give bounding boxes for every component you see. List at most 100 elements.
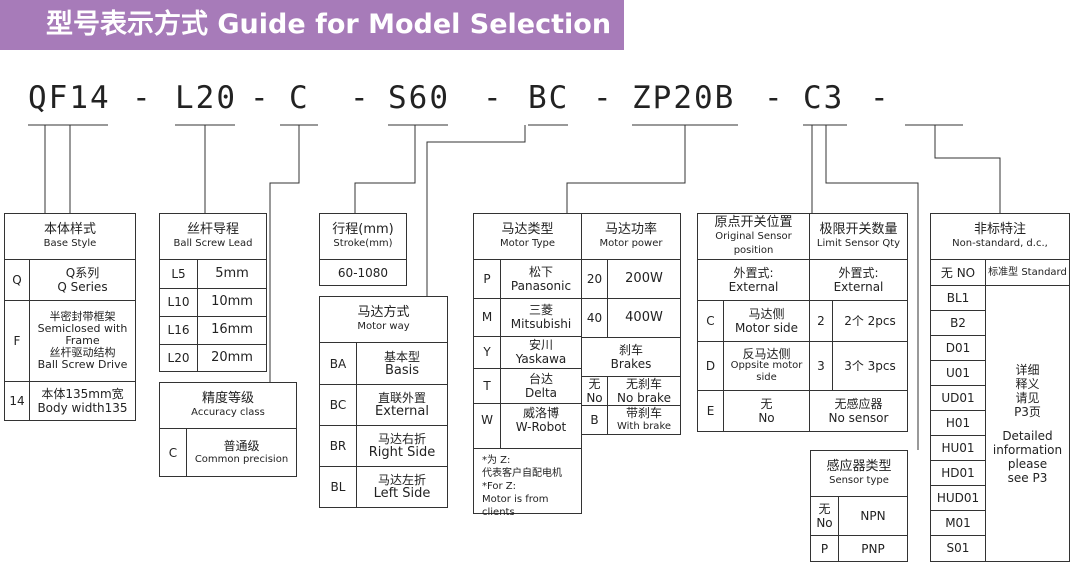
non-standard-table: 非标特注 Non-standard, d.c., 无 NO 标准型 Standa… <box>930 213 1070 562</box>
screw-lead-subtitle: Ball Screw Lead <box>173 237 253 249</box>
non-standard-code: HUD01 <box>936 491 980 505</box>
motor-way-code: BA <box>329 356 347 371</box>
lead-value: 20mm <box>211 350 253 365</box>
limit-code-3: 3 <box>817 359 825 373</box>
code-separator: - <box>250 80 271 116</box>
non-standard-subtitle: Non-standard, d.c., <box>952 237 1048 249</box>
code-separator: - <box>593 80 614 116</box>
sensor-desc-npn: NPN <box>860 509 886 523</box>
accuracy-subtitle: Accuracy class <box>191 406 265 418</box>
limit-desc-2: 2个 2pcs <box>844 314 896 328</box>
motor-type-code: Y <box>483 345 491 359</box>
non-standard-code: H01 <box>945 416 971 430</box>
non-standard-code: D01 <box>945 341 971 355</box>
screw-lead-title: 丝杆导程 <box>186 221 239 237</box>
origin-sensor-table: 原点开关位置 Original Sensor position 外置式:Exte… <box>697 213 810 432</box>
non-standard-code: M01 <box>945 516 971 530</box>
non-standard-code: UD01 <box>941 391 975 405</box>
origin-code-c: C <box>706 314 715 328</box>
motor-type-code: T <box>483 378 491 393</box>
accuracy-title: 精度等级 <box>201 390 254 406</box>
power-code-20: 20 <box>586 272 603 286</box>
power-value-400w: 400W <box>625 310 663 325</box>
stroke-table: 行程(mm) Stroke(mm) 60-1080 <box>319 213 407 286</box>
non-standard-code: BL1 <box>946 291 970 305</box>
sensor-type-title: 感应器类型 <box>826 458 892 474</box>
origin-external-label: 外置式:External <box>728 266 779 294</box>
non-standard-code: HD01 <box>941 466 975 480</box>
power-value-200w: 200W <box>625 271 663 286</box>
lead-value: 5mm <box>215 266 249 281</box>
sensor-code-p: P <box>820 541 829 556</box>
limit-desc-3: 3个 3pcs <box>844 359 896 373</box>
code-segment: C3 <box>803 80 845 116</box>
non-standard-title: 非标特注 <box>973 221 1026 237</box>
limit-code-2: 2 <box>817 314 825 328</box>
code-segment: S60 <box>388 80 450 116</box>
lead-code: L20 <box>167 351 190 365</box>
banner-title: 型号表示方式 Guide for Model Selection <box>46 9 612 40</box>
motor-type-code: W <box>481 413 493 427</box>
motor-way-code: BC <box>329 397 347 412</box>
limit-sensor-subtitle: Limit Sensor Qty <box>816 237 901 249</box>
base-style-subtitle: Base Style <box>43 237 97 249</box>
guide-banner: 型号表示方式 Guide for Model Selection <box>0 0 624 50</box>
non-standard-code: B2 <box>950 316 966 330</box>
lead-code: L16 <box>167 323 190 337</box>
lead-value: 10mm <box>211 294 253 309</box>
limit-sensor-table: 极限开关数量 Limit Sensor Qty 外置式:External 2 2… <box>809 213 908 432</box>
sensor-desc-pnp: PNP <box>861 541 885 556</box>
code-separator: - <box>483 80 504 116</box>
base-style-title: 本体样式 <box>43 221 96 237</box>
code-separator: - <box>764 80 785 116</box>
base-code-q: Q <box>12 273 22 287</box>
sensor-type-subtitle: Sensor type <box>829 474 889 486</box>
origin-sensor-title: 原点开关位置 <box>714 214 793 230</box>
motor-way-code: BL <box>330 479 346 494</box>
motor-type-title: 马达类型 <box>501 221 554 237</box>
non-standard-desc-standard: 标准型 Standard <box>988 266 1067 278</box>
code-separator: - <box>350 80 371 116</box>
motor-way-subtitle: Motor way <box>357 320 410 332</box>
stroke-title: 行程(mm) <box>332 221 394 237</box>
lead-code: L5 <box>171 267 186 281</box>
code-segment: L20 <box>175 80 237 116</box>
motor-way-code: BR <box>329 438 347 453</box>
motor-type-code: P <box>483 272 491 286</box>
code-segment: QF14 <box>28 80 111 116</box>
base-code-14: 14 <box>9 394 25 408</box>
base-code-f: F <box>13 334 21 348</box>
origin-sensor-subtitle: Original Sensor <box>715 230 792 242</box>
motor-way-title: 马达方式 <box>357 304 410 320</box>
origin-code-e: E <box>706 404 715 418</box>
code-segment: BC <box>528 80 570 116</box>
code-separator: - <box>870 80 891 116</box>
lead-code: L10 <box>167 295 190 309</box>
origin-code-d: D <box>705 359 716 373</box>
stroke-range: 60-1080 <box>337 265 389 280</box>
